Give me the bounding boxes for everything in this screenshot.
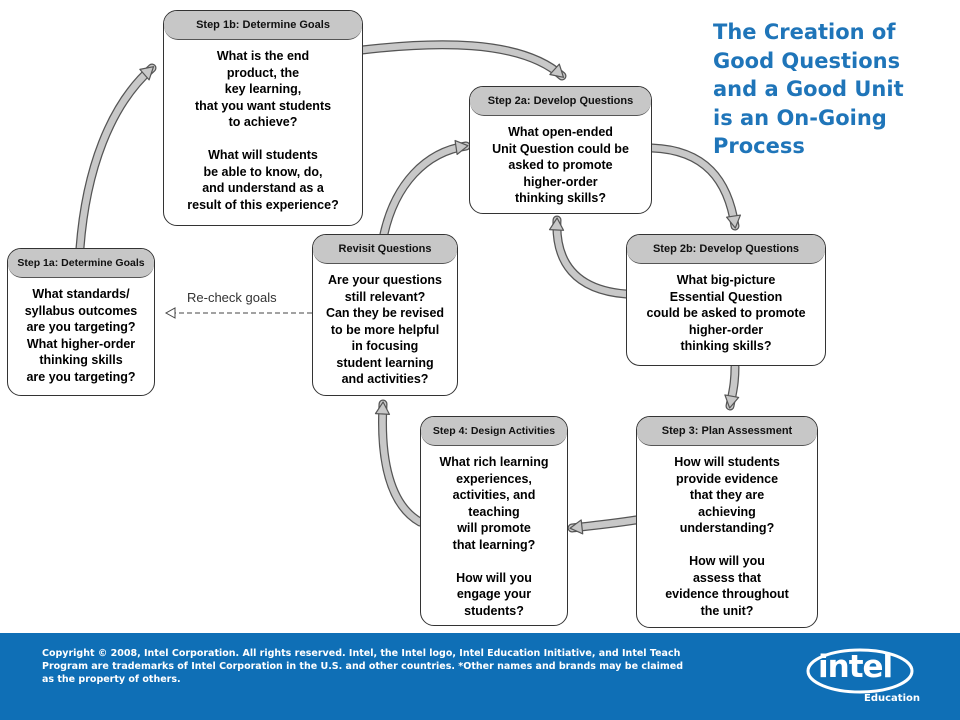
step-2b-box: Step 2b: Develop Questions What big-pict… [626,234,826,366]
intel-swirl-icon [806,648,914,694]
step-3-header: Step 3: Plan Assessment [637,417,817,446]
education-logo-text: Education [864,693,920,704]
intel-education-logo: intel Education [806,647,946,713]
arrow-1a-to-1b [75,63,157,253]
arrow-revisit-to-2a [379,141,471,239]
step-2a-header: Step 2a: Develop Questions [470,87,651,116]
step-1a-box: Step 1a: Determine Goals What standards/… [7,248,155,396]
step-1b-header: Step 1b: Determine Goals [164,11,362,40]
step-2b-body: What big-picture Essential Question coul… [646,273,806,353]
step-1b-body: What is the end product, the key learnin… [187,49,339,212]
step-2a-box: Step 2a: Develop Questions What open-end… [469,86,652,214]
step-1a-body: What standards/ syllabus outcomes are yo… [24,287,138,384]
intel-logo-word: intel [818,649,893,685]
footer-bar: Copyright © 2008, Intel Corporation. All… [0,633,960,720]
diagram-title: The Creation of Good Questions and a Goo… [713,20,904,158]
step-3-body: How will students provide evidence that … [665,455,789,618]
step-1b-box: Step 1b: Determine Goals What is the end… [163,10,363,226]
step-2b-header: Step 2b: Develop Questions [627,235,825,264]
step-1a-header: Step 1a: Determine Goals [8,249,154,278]
revisit-questions-box: Revisit Questions Are your questions sti… [312,234,458,396]
step-4-box: Step 4: Design Activities What rich lear… [420,416,568,626]
step-4-header: Step 4: Design Activities [421,417,567,446]
step-4-body: What rich learning experiences, activiti… [439,455,549,618]
step-3-box: Step 3: Plan Assessment How will student… [636,416,818,628]
recheck-goals-label: Re-check goals [187,290,277,305]
revisit-questions-body: Are your questions still relevant? Can t… [325,273,445,386]
revisit-questions-header: Revisit Questions [313,235,457,264]
copyright-notice: Copyright © 2008, Intel Corporation. All… [42,648,684,685]
step-2a-body: What open-ended Unit Question could be a… [492,125,629,205]
